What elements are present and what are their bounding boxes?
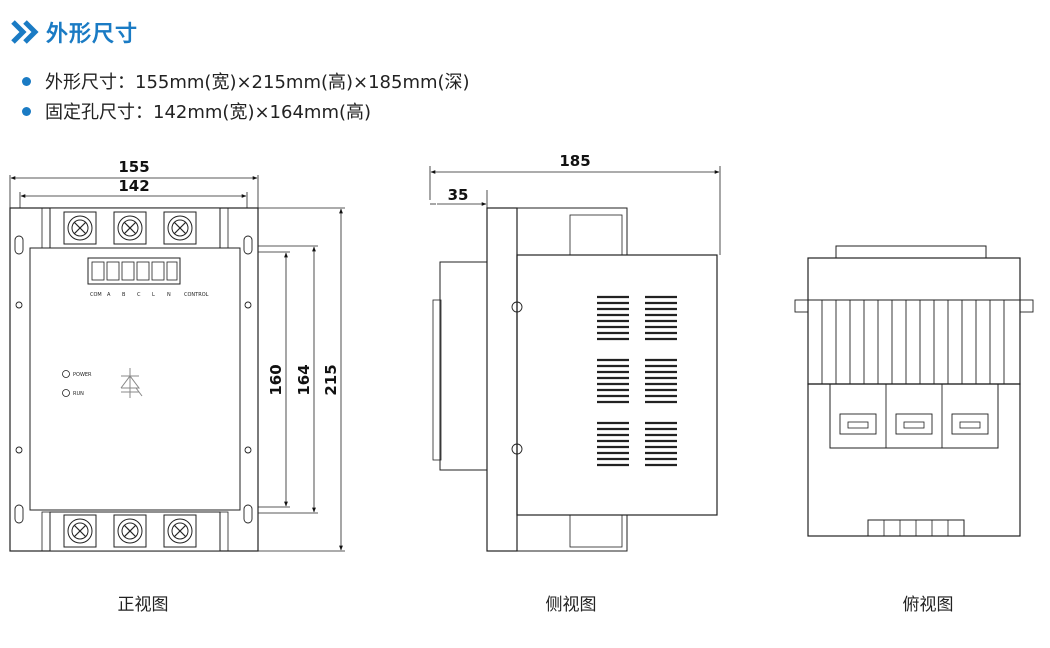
double-chevron-right-icon bbox=[11, 20, 39, 44]
dim-hole-height: 164 bbox=[295, 364, 313, 395]
section-title: 外形尺寸 bbox=[10, 14, 138, 50]
side-vents bbox=[595, 295, 679, 467]
dim-depth: 185 bbox=[559, 152, 590, 170]
led-label-run: RUN bbox=[73, 391, 84, 397]
bullet-icon bbox=[22, 76, 31, 86]
front-view bbox=[9, 175, 345, 552]
dim-height: 215 bbox=[322, 364, 340, 395]
terminal-label-l: L bbox=[152, 292, 155, 298]
terminal-label-n: N bbox=[167, 292, 171, 298]
dim-width: 155 bbox=[118, 158, 149, 176]
front-view-caption: 正视图 bbox=[117, 595, 169, 615]
side-view-caption: 侧视图 bbox=[545, 595, 597, 615]
led-label-power: POWER bbox=[73, 372, 92, 378]
dim-offset: 35 bbox=[448, 186, 469, 204]
top-view bbox=[794, 245, 1034, 537]
spec-list: 外形尺寸：155mm(宽)×215mm(高)×185mm(深) 固定孔尺寸：14… bbox=[22, 66, 470, 126]
terminal-label-com: COM bbox=[90, 292, 102, 298]
terminal-label-b: B bbox=[122, 292, 126, 298]
terminal-label-control: CONTROL bbox=[184, 292, 209, 298]
spec-hole-size: 固定孔尺寸：142mm(宽)×164mm(高) bbox=[22, 96, 470, 126]
spec-hole-size-text: 固定孔尺寸：142mm(宽)×164mm(高) bbox=[45, 102, 372, 123]
bullet-icon bbox=[22, 106, 31, 116]
dim-hole-width: 142 bbox=[118, 177, 149, 195]
terminal-label-a: A bbox=[107, 292, 111, 298]
section-title-text: 外形尺寸 bbox=[46, 22, 139, 47]
terminal-label-c: C bbox=[137, 292, 141, 298]
dim-inner-height: 160 bbox=[267, 364, 285, 395]
spec-outer-size: 外形尺寸：155mm(宽)×215mm(高)×185mm(深) bbox=[22, 66, 470, 96]
top-view-caption: 俯视图 bbox=[902, 595, 954, 615]
spec-outer-size-text: 外形尺寸：155mm(宽)×215mm(高)×185mm(深) bbox=[45, 72, 470, 93]
side-view bbox=[429, 166, 721, 552]
